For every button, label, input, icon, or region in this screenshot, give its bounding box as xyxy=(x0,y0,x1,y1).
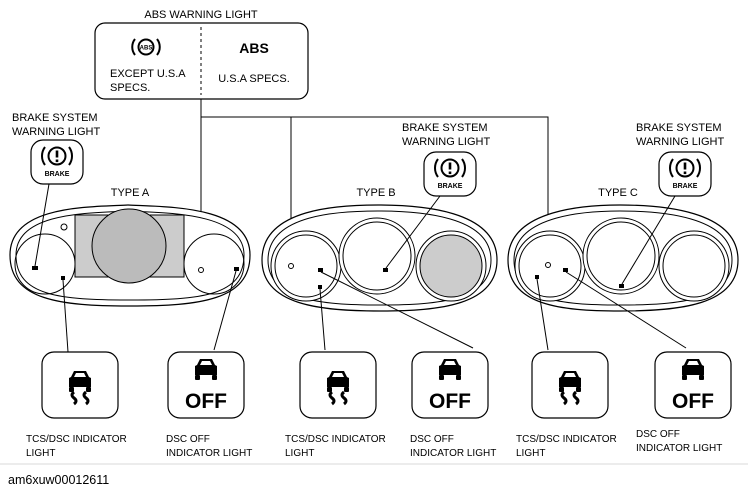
brake-warning-icon: BRAKE xyxy=(30,139,84,185)
dscoff-label-b-line1: DSC OFF xyxy=(410,434,454,445)
dscoff-label-b-line2: INDICATOR LIGHT xyxy=(410,448,496,459)
reference-code: am6xuw00012611 xyxy=(8,473,109,487)
dsc-off-text: OFF xyxy=(429,390,471,413)
brake-warning-icon: BRAKE xyxy=(423,151,477,197)
dsc-off-text: OFF xyxy=(185,390,227,413)
brake-label-a-line1: BRAKE SYSTEM xyxy=(12,112,98,124)
brake-icon-text: BRAKE xyxy=(438,183,463,190)
tcs-dsc-icon xyxy=(531,351,609,419)
brake-icon-text: BRAKE xyxy=(673,183,698,190)
tcs-label-c-line2: LIGHT xyxy=(516,448,545,459)
dsc-off-icon: OFF xyxy=(654,351,732,419)
abs-warning-title: ABS WARNING LIGHT xyxy=(144,9,258,21)
brake-label-b-line1: BRAKE SYSTEM xyxy=(402,122,488,134)
brake-label-b-line2: WARNING LIGHT xyxy=(402,136,490,148)
tcs-label-b-line2: LIGHT xyxy=(285,448,314,459)
brake-label-a-line2: WARNING LIGHT xyxy=(12,126,100,138)
tcs-label-a-line2: LIGHT xyxy=(26,448,55,459)
brake-warning-icon: BRAKE xyxy=(658,151,712,197)
dsc-off-icon: OFF xyxy=(167,351,245,419)
dscoff-label-a-line2: INDICATOR LIGHT xyxy=(166,448,252,459)
abs-except-usa-line1: EXCEPT U.S.A xyxy=(110,68,186,80)
abs-except-usa-line2: SPECS. xyxy=(110,82,150,94)
brake-icon-text: BRAKE xyxy=(45,171,70,178)
brake-label-c-line2: WARNING LIGHT xyxy=(636,136,724,148)
type-b-instrument-cluster xyxy=(261,204,498,312)
dscoff-label-c-line2: INDICATOR LIGHT xyxy=(636,443,722,454)
brake-label-c-line1: BRAKE SYSTEM xyxy=(636,122,722,134)
dsc-off-text: OFF xyxy=(672,390,714,413)
abs-circle-icon: ABS xyxy=(131,38,161,56)
type-a-instrument-cluster xyxy=(9,204,251,307)
indicator-leader-lines xyxy=(62,270,687,353)
dscoff-label-c-line1: DSC OFF xyxy=(636,429,680,440)
brake-leader-lines xyxy=(34,183,676,285)
abs-usa-symbol: ABS xyxy=(239,40,269,56)
dsc-off-icon: OFF xyxy=(411,351,489,419)
abs-usa-label: U.S.A SPECS. xyxy=(218,73,290,85)
tcs-label-a-line1: TCS/DSC INDICATOR xyxy=(26,434,127,445)
tcs-dsc-icon xyxy=(299,351,377,419)
type-c-label: TYPE C xyxy=(598,187,638,199)
tcs-label-c-line1: TCS/DSC INDICATOR xyxy=(516,434,617,445)
tcs-dsc-icon xyxy=(41,351,119,419)
tcs-label-b-line1: TCS/DSC INDICATOR xyxy=(285,434,386,445)
dscoff-label-a-line1: DSC OFF xyxy=(166,434,210,445)
abs-icon-text: ABS xyxy=(140,46,153,52)
type-a-label: TYPE A xyxy=(111,187,150,199)
type-b-label: TYPE B xyxy=(356,187,395,199)
type-c-instrument-cluster xyxy=(507,204,739,312)
